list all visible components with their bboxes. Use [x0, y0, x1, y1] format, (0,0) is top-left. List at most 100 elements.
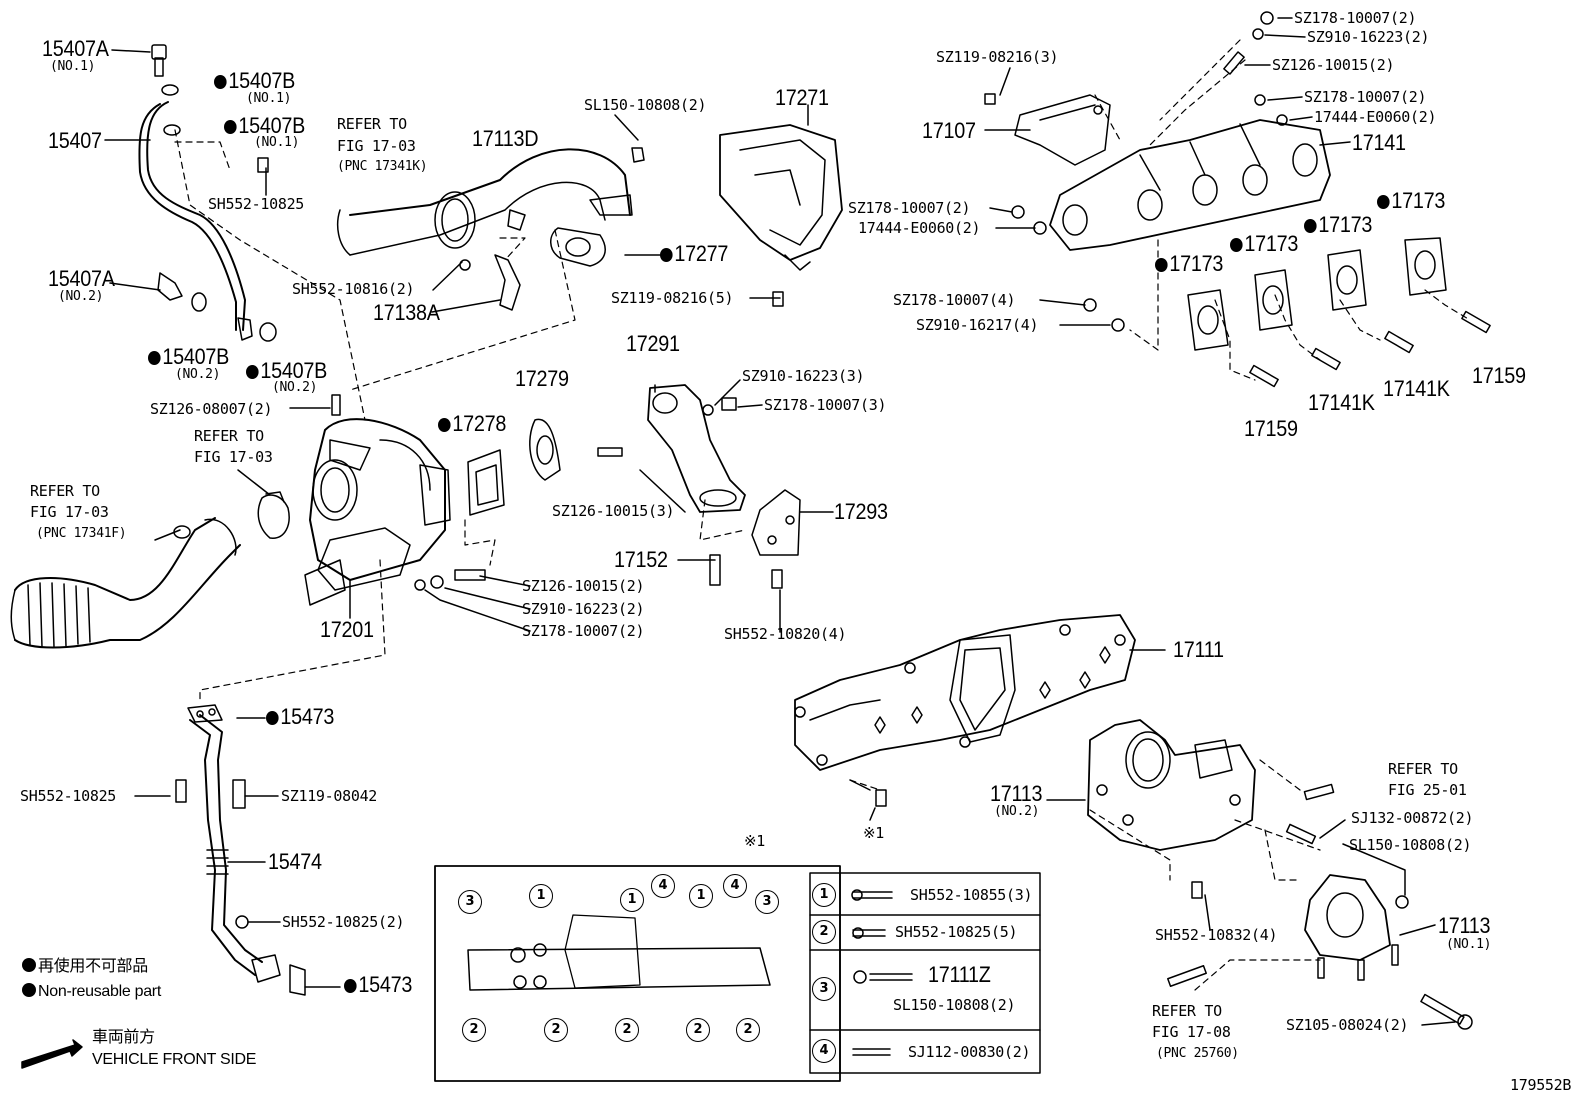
part-15407b-d: 15407B	[246, 360, 327, 382]
part-17107: 17107	[922, 118, 976, 143]
nut-sz178-10007-mr: SZ178-10007(2)	[1304, 88, 1427, 106]
part-17277: 17277	[660, 243, 728, 265]
bolt-sh552-10820: SH552-10820(4)	[724, 625, 847, 643]
part-17279: 17279	[515, 366, 569, 391]
nut-sz178-10007-tr: SZ178-10007(2)	[1294, 9, 1417, 27]
stud-sz126-10015-3: SZ126-10015(3)	[552, 502, 675, 520]
bolt-sl150-br: SL150-10808(2)	[1349, 836, 1472, 854]
part-17201: 17201	[320, 617, 374, 642]
refer-fig-17-08-line2: FIG 17-08	[1152, 1023, 1231, 1041]
part-15407a-no1: 15407A	[42, 36, 109, 61]
part-17113-no1-note: (NO.1)	[1446, 937, 1492, 952]
bolt-sz119-08216-5: SZ119-08216(5)	[611, 289, 734, 307]
legend-non-reusable-jp: 再使用不可部品	[22, 958, 148, 975]
inset-row-4-part: SJ112-00830(2)	[908, 1043, 1031, 1061]
bolt-sh552-10816: SH552-10816(2)	[292, 280, 415, 298]
part-15407b-c: 15407B	[148, 346, 229, 368]
stud-17159-a: 17159	[1472, 363, 1526, 388]
part-15407a-no2-note: (NO.2)	[58, 289, 104, 304]
part-15407a-no1-note: (NO.1)	[50, 59, 96, 74]
refer-fig-17-08-line3: (PNC 25760)	[1156, 1046, 1239, 1061]
part-15407b-a-note: (NO.1)	[246, 91, 292, 106]
refer-fig-17-03-c-line3: (PNC 17341F)	[36, 526, 127, 541]
legend-non-reusable-en: Non-reusable part	[22, 983, 161, 1000]
inset-callout-bottom-5: 2	[736, 1018, 760, 1042]
inset-row-1-part: SH552-10855(3)	[910, 886, 1033, 904]
inset-row-4-num: 4	[812, 1039, 836, 1063]
stud-sz119-08042: SZ119-08042	[281, 787, 378, 805]
front-side-en: VEHICLE FRONT SIDE	[92, 1051, 257, 1068]
gasket-17173-c: 17173	[1304, 214, 1372, 236]
part-17291: 17291	[626, 331, 680, 356]
part-17141: 17141	[1352, 130, 1406, 155]
inset-callout-top-7: 3	[755, 890, 779, 914]
nut-sz178-10007-4: SZ178-10007(4)	[893, 291, 1016, 309]
front-side-jp: 車両前方	[92, 1029, 155, 1046]
inset-row-2-part: SH552-10825(5)	[895, 923, 1018, 941]
part-17113-no2: 17113	[990, 781, 1043, 806]
inset-callout-top-1: 3	[458, 890, 482, 914]
bolt-sh552-10832: SH552-10832(4)	[1155, 926, 1278, 944]
refer-fig-17-03-b-line2: FIG 17-03	[194, 448, 273, 466]
part-17271: 17271	[775, 85, 829, 110]
refer-fig-17-03-a-line1: REFER TO	[337, 115, 407, 133]
part-17138a: 17138A	[373, 300, 440, 325]
nut-sz178-10007-2a: SZ178-10007(2)	[522, 622, 645, 640]
figure-id: 179552B	[1510, 1076, 1572, 1094]
nut-sz178-10007-ml: SZ178-10007(2)	[848, 199, 971, 217]
part-15407b-a: 15407B	[214, 70, 295, 92]
gasket-15473-b: 15473	[344, 974, 412, 996]
part-17278: 17278	[438, 413, 506, 435]
inset-callout-bottom-4: 2	[686, 1018, 710, 1042]
stud-sj132-00872: SJ132-00872(2)	[1351, 809, 1474, 827]
washer-17444-e0060-mr: 17444-E0060(2)	[1314, 108, 1437, 126]
part-17111: 17111	[1173, 637, 1224, 662]
washer-sz910-16217-4: SZ910-16217(4)	[916, 316, 1039, 334]
bolt-sz119-08216-3: SZ119-08216(3)	[936, 48, 1059, 66]
inset-callout-top-3: 1	[620, 888, 644, 912]
stud-17141k-b: 17141K	[1308, 390, 1375, 415]
bolt-sh552-10825-left: SH552-10825	[20, 787, 117, 805]
refer-fig-17-03-c-line1: REFER TO	[30, 482, 100, 500]
inset-row-3-part2: SL150-10808(2)	[893, 996, 1016, 1014]
part-17293: 17293	[834, 499, 888, 524]
inset-callout-top-6: 4	[723, 874, 747, 898]
bolt-sh552-10825-top: SH552-10825	[208, 195, 305, 213]
inset-reference-mark-a: ※1	[863, 824, 884, 842]
part-17113-no2-note: (NO.2)	[994, 804, 1040, 819]
stud-17159-b: 17159	[1244, 416, 1298, 441]
bolt-sl150-top: SL150-10808(2)	[584, 96, 707, 114]
gasket-15473-a: 15473	[266, 706, 334, 728]
refer-fig-25-01-line1: REFER TO	[1388, 760, 1458, 778]
refer-fig-25-01-line2: FIG 25-01	[1388, 781, 1467, 799]
part-17113-no1: 17113	[1438, 913, 1491, 938]
washer-sz910-16223-3: SZ910-16223(3)	[742, 367, 865, 385]
inset-callout-top-4: 4	[651, 874, 675, 898]
part-15407: 15407	[48, 128, 102, 153]
washer-17444-e0060-ml: 17444-E0060(2)	[858, 219, 981, 237]
part-15474: 15474	[268, 849, 322, 874]
inset-callout-top-2: 1	[529, 884, 553, 908]
refer-fig-17-03-a-line3: (PNC 17341K)	[337, 159, 428, 174]
inset-row-2-num: 2	[812, 920, 836, 944]
refer-fig-17-03-c-line2: FIG 17-03	[30, 503, 109, 521]
part-17113d: 17113D	[472, 126, 539, 151]
inset-row-1-num: 1	[812, 883, 836, 907]
stud-sz126-10015-2: SZ126-10015(2)	[522, 577, 645, 595]
part-15407a-no2: 15407A	[48, 266, 115, 291]
gasket-17173-d: 17173	[1377, 190, 1445, 212]
part-15407b-b-note: (NO.1)	[254, 135, 300, 150]
bolt-sh552-10825-2: SH552-10825(2)	[282, 913, 405, 931]
inset-row-3-num: 3	[812, 977, 836, 1001]
stud-17141k-a: 17141K	[1383, 376, 1450, 401]
inset-callout-bottom-1: 2	[462, 1018, 486, 1042]
refer-fig-17-03-a-line2: FIG 17-03	[337, 137, 416, 155]
inset-row-3-part: 17111Z	[928, 962, 991, 987]
refer-fig-17-08-line1: REFER TO	[1152, 1002, 1222, 1020]
inset-callout-top-5: 1	[689, 884, 713, 908]
part-15407b-c-note: (NO.2)	[175, 367, 221, 382]
refer-fig-17-03-b-line1: REFER TO	[194, 427, 264, 445]
part-15407b-b: 15407B	[224, 115, 305, 137]
